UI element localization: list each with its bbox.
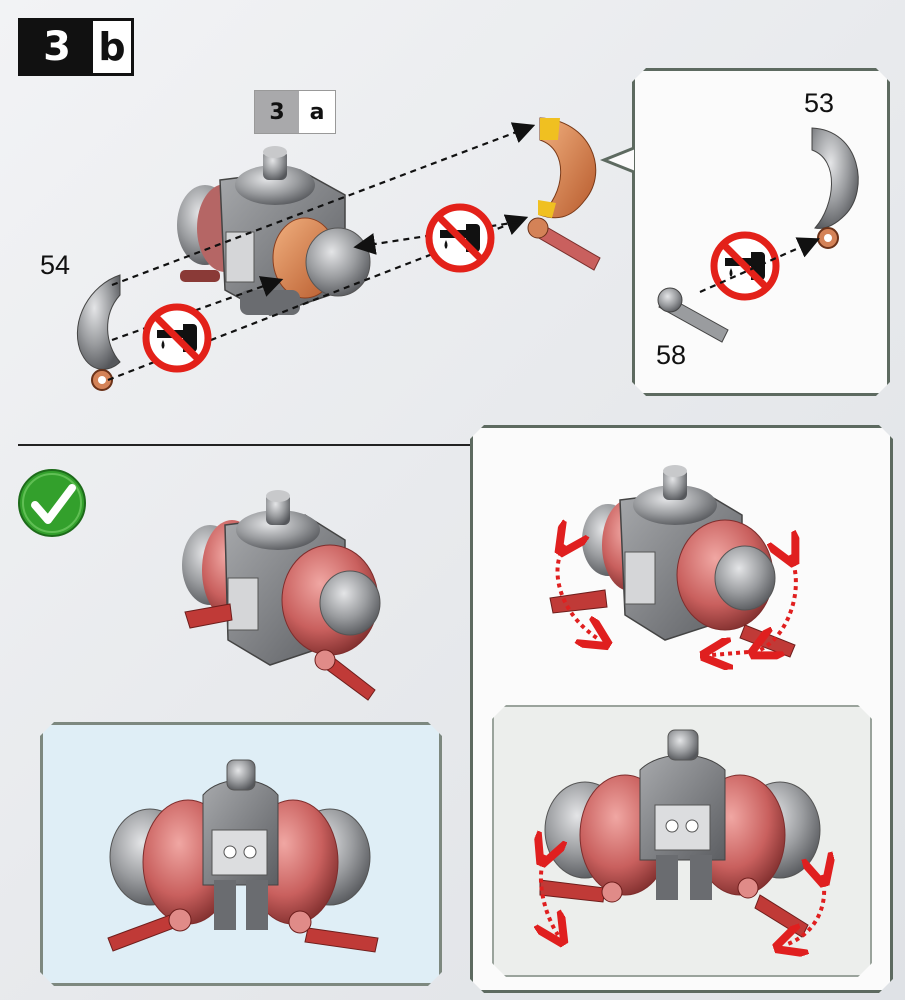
- part-number-53: 53: [804, 88, 835, 118]
- movement-assembly: [549, 465, 796, 658]
- front-view-assembly: [107, 759, 379, 953]
- exploded-assembly: [177, 146, 371, 316]
- callout-arrow: [699, 237, 821, 294]
- rear-rotation-arrows: [541, 855, 824, 945]
- part-53-shell-gray: [811, 127, 859, 249]
- rotation-arrows: [558, 545, 796, 655]
- check-icon: [18, 469, 86, 537]
- part-number-58: 58: [656, 340, 687, 370]
- part-54-shell: [76, 274, 121, 391]
- rear-view-assembly: [539, 729, 821, 938]
- callout-pointer: [599, 146, 635, 174]
- reference-step-badge: 3 a: [254, 90, 336, 134]
- completed-assembly: [182, 490, 381, 701]
- part-58-peg-gray: [657, 287, 729, 343]
- step-number: 3: [21, 21, 93, 73]
- callout-panel: [632, 68, 890, 396]
- no-glue-icon: [429, 207, 491, 269]
- reference-step-number: 3: [255, 91, 299, 133]
- no-glue-icon: [714, 235, 776, 297]
- step-badge: 3 b: [18, 18, 134, 76]
- part-53-shell-orange: [538, 117, 597, 219]
- reference-step-letter: a: [299, 91, 335, 133]
- step-letter: b: [98, 25, 126, 69]
- no-glue-icon: [146, 307, 208, 369]
- part-number-54: 54: [40, 250, 71, 280]
- part-58-peg-top: [527, 217, 601, 271]
- section-divider: [18, 444, 470, 446]
